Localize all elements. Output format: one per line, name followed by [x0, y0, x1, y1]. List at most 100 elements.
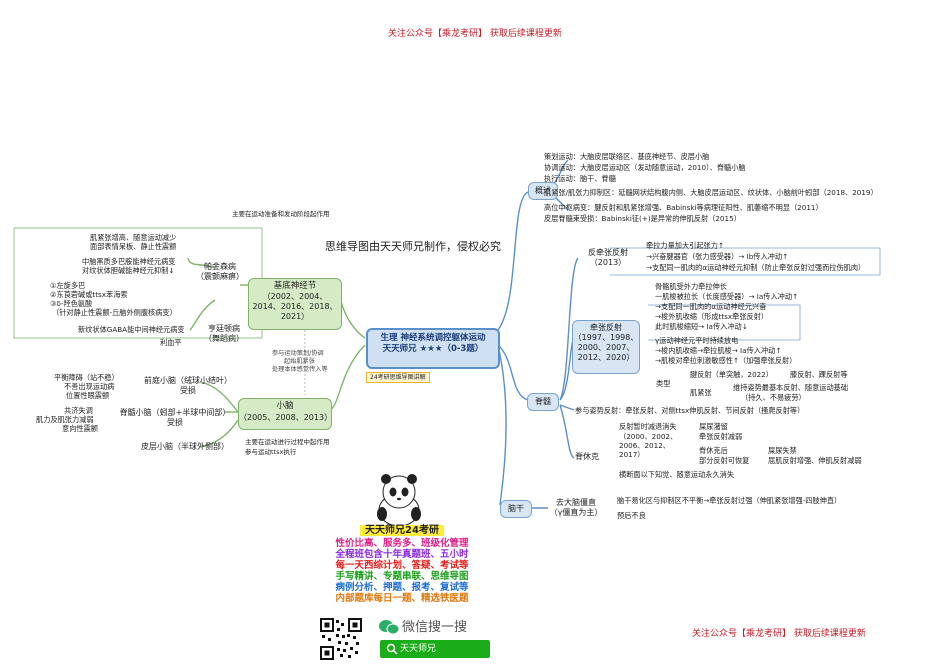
stretch-years: （1997、1998、2000、2007、2012、2020）	[573, 333, 639, 362]
parkinson-node[interactable]: 帕金森病 （震颤麻痹）	[196, 262, 244, 282]
inverse-year: （2013）	[589, 258, 627, 267]
stretch-b-item: →梭内肌收缩→牵拉肌梭→ Ⅰa传入冲动↑	[655, 346, 782, 355]
huntington-item: 利血平	[160, 338, 182, 347]
decerebrate-item: 脑干易化区与抑制区不平衡→牵张反射过强（伸肌紧张增强-四肢伸直）	[617, 496, 842, 505]
spino-item: 共济失调	[64, 406, 93, 415]
wechat-search-text: 天天师兄	[400, 644, 437, 654]
cerebellum-years: （2005、2008、2013）	[239, 413, 333, 422]
type-item: 肌紧张	[690, 388, 712, 397]
shock-item: （2000、2002、2006、2012、2017）	[619, 432, 678, 459]
ad-line: 每一天西综计划、答疑、考试等	[335, 560, 469, 571]
huntington-item: 新纹状体GABA能中间神经元病变	[78, 325, 185, 334]
stretch-a-item: 此时肌梭缩短→ Ⅰa传入冲动↓	[655, 322, 748, 331]
type-detail: （持久、不易疲劳）	[741, 393, 806, 402]
overview-item: 高位中枢病变：腱反射和肌紧张增强、Babinski等病理征阳性、肌萎缩不明显（2…	[544, 203, 823, 212]
stretch-reflex-node[interactable]: 牵张反射 （1997、1998、2000、2007、2012、2020）	[572, 320, 640, 374]
vestibulo-sub: 受损	[180, 386, 196, 395]
huntington-sub: （舞蹈病）	[204, 334, 244, 343]
huntington-node[interactable]: 亨廷顿病 （舞蹈病）	[200, 324, 248, 344]
overview-item: 执行运动：脑干、脊髓	[544, 174, 616, 183]
watermark-bottom: 关注公众号【乘龙考研】 获取后续课程更新	[692, 629, 866, 639]
basal-years: （2002、2004、2014、2016、2018、2021）	[252, 292, 338, 321]
stretch-b-item: γ运动神经元平时持续放电	[655, 336, 739, 345]
wechat-icon	[379, 620, 400, 635]
spino-item: 肌力及肌张力减弱	[36, 415, 94, 424]
wechat-search-box[interactable]: 天天师兄	[380, 640, 490, 658]
vestibulo-item: 不善出现运动病	[64, 382, 115, 391]
inverse-stretch-node[interactable]: 反牵张反射 （2013）	[580, 248, 636, 268]
shock-title: 脊休克	[575, 452, 599, 461]
stretch-a-item: →梭外肌收缩（形成ttsx牵张反射）	[655, 312, 769, 321]
basal-middle-note: 参与运动策划/协调 起始肌紧张 处理本体感觉传入等	[272, 350, 328, 373]
shock-sub: 牵张反射减弱	[699, 432, 743, 441]
ad-line: 内部题库每日一题、精选铁医题	[335, 593, 469, 604]
overview-item: 皮层脊髓束受损：Babinski征(+)是异常的伸肌反射（2015）	[544, 214, 741, 223]
parkinson-item: 中脑黑质多巴胺能神经元病变	[82, 257, 176, 266]
inverse-item: →支配同一肌肉的α运动神经元抑制（防止牵张反射过强而拉伤肌肉）	[646, 263, 866, 272]
overview-item: 策划运动：大脑皮层联络区、基底神经节、皮层小脑	[544, 152, 710, 161]
cerebellum-node[interactable]: 小脑 （2005、2008、2013）	[238, 398, 332, 430]
cerebellum-title: 小脑	[276, 401, 294, 411]
shock-item: 反射暂时减退消失	[619, 422, 677, 431]
stretch-a-item: →支配同一肌肉的α运动神经元兴奋	[655, 302, 767, 311]
posture-reflex: 参与姿势反射：牵张反射、对侧ttsx伸肌反射、节间反射（搔爬反射等）	[575, 406, 805, 415]
shock-sub: 屈肌反射增强、伸肌反射减弱	[768, 456, 862, 465]
stretch-title: 牵张反射	[590, 323, 622, 332]
wechat-search-label: 微信搜一搜	[402, 620, 468, 635]
ad-line: 病例分析、押题、报考、复试等	[335, 582, 469, 593]
shock-sub: 脊休克后	[699, 446, 728, 455]
overview-item: 协调运动：大脑皮层运动区（发动随意运动，2010）、脊髓小脑	[544, 163, 746, 172]
decerebrate-title: 去大脑僵直	[556, 498, 596, 507]
cerebro-title: 皮层小脑（半球外侧部）	[141, 442, 229, 451]
watermark-top: 关注公众号【乘龙考研】 获取后续课程更新	[388, 29, 562, 39]
shock-item: 横断面以下知觉、随意运动永久消失	[619, 470, 735, 479]
parkinson-sub: （震颤麻痹）	[196, 272, 244, 281]
inverse-item: 牵拉力量加大引起张力↑	[646, 241, 724, 250]
cerebellum-note: 参与运动ttsx执行	[245, 448, 297, 456]
center-tag: 24考研思维导图讲解	[366, 372, 430, 383]
spino-sub: 受损	[167, 418, 183, 427]
shock-sub: 屎尿失禁	[768, 446, 797, 455]
vestibulocerebellum-node[interactable]: 前庭小脑（绒球小结叶） 受损	[136, 376, 240, 396]
center-line1: 生理 神经系统调控躯体运动	[380, 333, 486, 343]
vestibulo-item: 位置性眼震颤	[66, 391, 110, 400]
search-icon	[386, 643, 398, 655]
basal-note: 主要在运动准备和发动阶段起作用	[232, 210, 330, 218]
ad-line: 全程班包含十年真题班、五小时	[335, 549, 469, 560]
inverse-title: 反牵张反射	[588, 248, 628, 257]
qr-code-icon	[320, 618, 362, 660]
parkinson-item: ③δ-羟色氨酸	[50, 299, 93, 308]
ad-line: 手写精讲、专题串联、思维导图	[335, 571, 469, 582]
parkinson-item: 面部表情呆板、静止性震颤	[90, 242, 177, 251]
stretch-a-item: 一肌梭被拉长（长度感受器）→ Ⅰa传入冲动↑	[655, 292, 799, 301]
ad-title: 天天师兄24考研	[360, 525, 444, 536]
overview-node[interactable]: 概述	[528, 182, 558, 200]
parkinson-item: ②东莨菪碱或ttsx苯海索	[50, 290, 128, 299]
parkinson-item: 对纹状体胆碱能神经元抑制↓	[82, 266, 175, 275]
basal-title: 基底神经节	[273, 281, 317, 291]
center-line2: 天天师兄 ★★★（0-3题）	[382, 344, 484, 354]
parkinson-item: ①左旋多巴	[50, 281, 86, 290]
cerebellum-note: 主要在运动进行过程中起作用	[245, 438, 330, 446]
spino-item: 意向性震颤	[62, 424, 98, 433]
basal-ganglia-node[interactable]: 基底神经节 （2002、2004、2014、2016、2018、2021）	[248, 278, 342, 330]
panda-mascot	[377, 474, 421, 527]
inverse-item: →兴奋腱器官（张力感受器）→ Ⅰb传入冲动↑	[646, 252, 789, 261]
parkinson-item: （针对静止性震颤-丘脑外侧腹核病变）	[52, 308, 177, 317]
shock-sub: 屎尿潴留	[699, 422, 728, 431]
spinocerebellum-node[interactable]: 脊髓小脑（蚓部+半球中间部） 受损	[112, 408, 238, 428]
cerebrocerebellum-node[interactable]: 皮层小脑（半球外侧部）	[130, 442, 240, 452]
vestibulo-title: 前庭小脑（绒球小结叶）	[144, 376, 232, 385]
center-node[interactable]: 生理 神经系统调控躯体运动 天天师兄 ★★★（0-3题）	[366, 328, 500, 369]
spinal-shock-node[interactable]: 脊休克	[572, 452, 602, 462]
stretch-a-item: 骨骼肌受外力牵拉伸长	[655, 282, 727, 291]
spino-title: 脊髓小脑（蚓部+半球中间部）	[119, 408, 231, 417]
decerebrate-node[interactable]: 去大脑僵直 （γ僵直为主）	[546, 498, 606, 518]
overview-item: 肌紧张/肌张力抑制区：延髓网状结构腹内侧、大脑皮层运动区、纹状体、小脑前叶蚓部（…	[544, 188, 878, 197]
brainstem-node[interactable]: 脑干	[500, 500, 532, 518]
type-detail: 膝反射、踝反射等	[790, 370, 848, 379]
decerebrate-item: 预后不良	[617, 511, 646, 520]
vestibulo-item: 平衡障碍（站不稳）	[54, 373, 119, 382]
spinal-node[interactable]: 脊髓	[527, 393, 559, 411]
